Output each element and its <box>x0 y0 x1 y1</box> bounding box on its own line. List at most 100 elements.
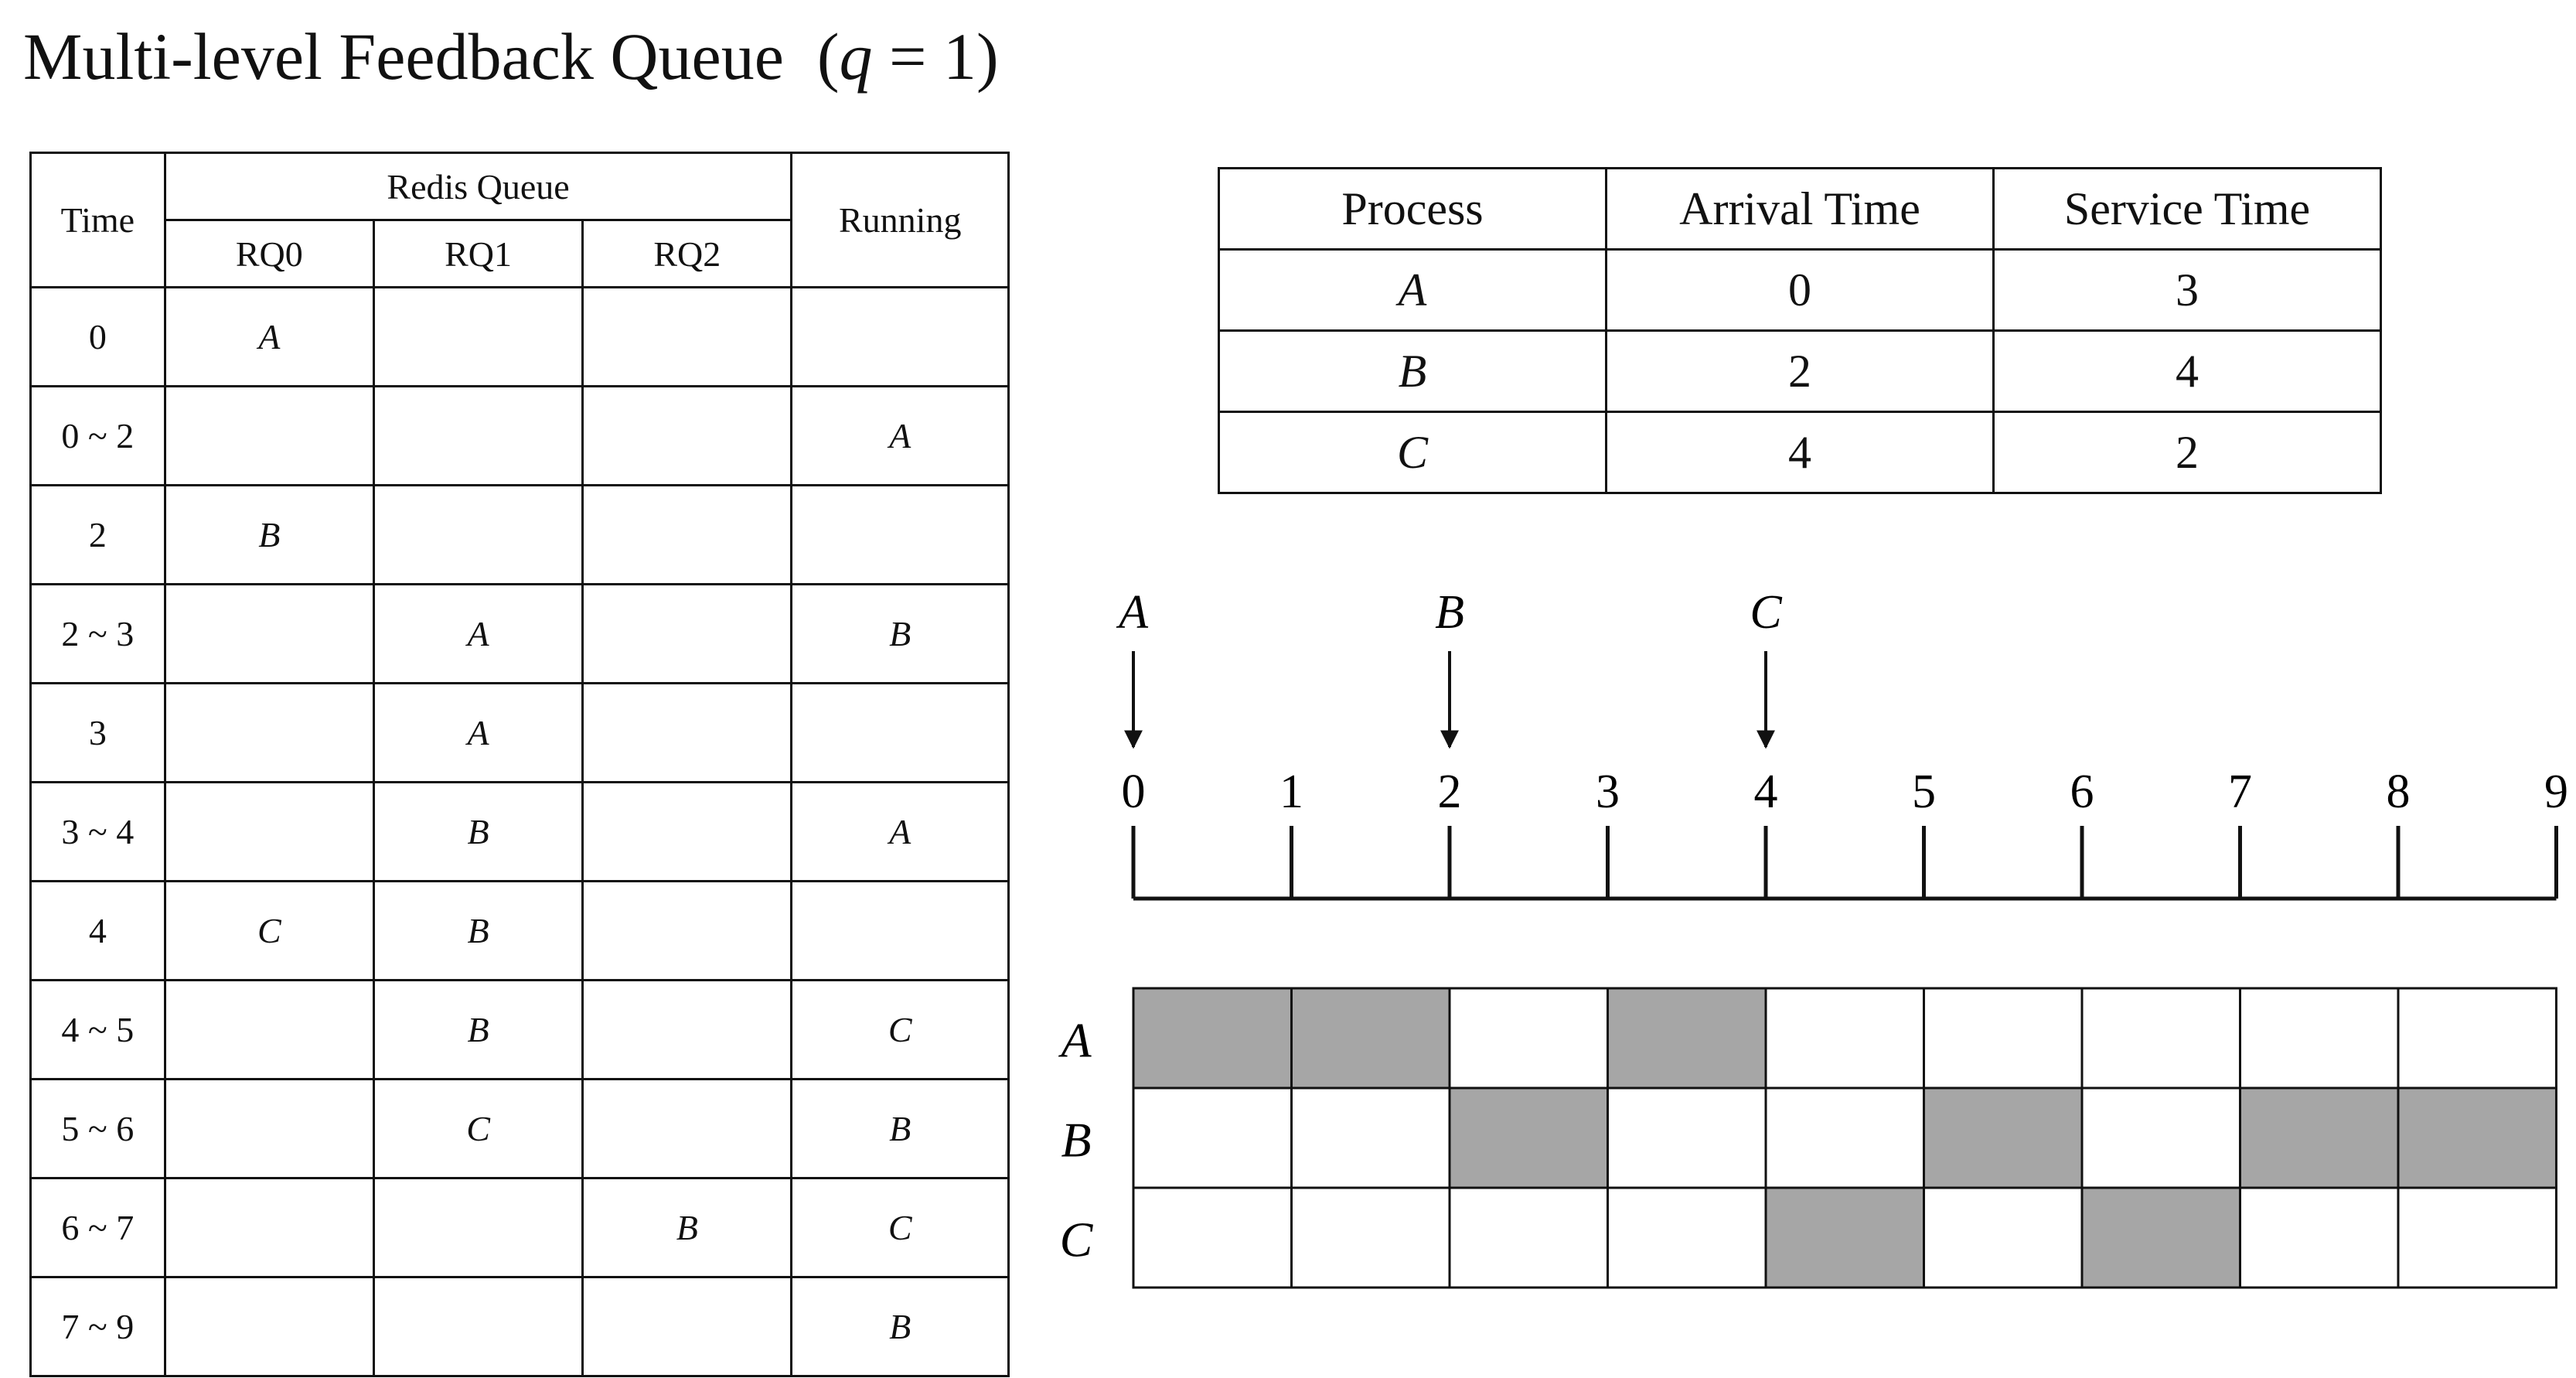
timeline-tick-label: 7 <box>2228 766 2252 818</box>
gantt-cell <box>1923 1086 2084 1189</box>
process-cell-arrival: 0 <box>1605 248 1995 332</box>
queue-cell-rq1: B <box>372 781 584 882</box>
gantt-row-label: C <box>1060 1213 1094 1267</box>
gantt-cell <box>1448 1086 1609 1189</box>
queue-row: 5 ~ 6 C B <box>29 1078 1010 1179</box>
queue-cell-running: B <box>790 1276 1010 1377</box>
title-main: Multi-level Feedback Queue <box>23 19 784 94</box>
queue-cell-time: 6 ~ 7 <box>29 1177 166 1278</box>
timeline-tick-label: 2 <box>1438 766 1462 818</box>
queue-cell-rq2 <box>581 1276 793 1377</box>
title-q-symbol: q <box>839 19 873 94</box>
gantt-cell <box>1607 1186 1767 1289</box>
queue-cell-rq0: B <box>163 484 375 585</box>
gantt-cell <box>1290 987 1451 1090</box>
gantt-cell <box>2397 1186 2557 1289</box>
queue-cell-time: 7 ~ 9 <box>29 1276 166 1377</box>
timeline-tick-label: 3 <box>1596 766 1620 818</box>
arrival-label: B <box>1435 586 1464 639</box>
gantt-row-label: B <box>1061 1113 1091 1168</box>
queue-cell-rq1: A <box>372 583 584 684</box>
queue-cell-rq2 <box>581 286 793 387</box>
arrival-label: C <box>1750 586 1782 639</box>
header-redis-queue: Redis Queue <box>163 152 793 221</box>
queue-row: 7 ~ 9 B <box>29 1276 1010 1377</box>
header-rq2: RQ2 <box>581 219 793 288</box>
queue-cell-rq0 <box>163 1078 375 1179</box>
queue-cell-running: B <box>790 1078 1010 1179</box>
queue-cell-rq1: C <box>372 1078 584 1179</box>
gantt-cell <box>1923 987 2084 1090</box>
header-running: Running <box>790 152 1010 288</box>
title-open-paren: ( <box>816 19 840 94</box>
diagram-title: Multi-level Feedback Queue (q = 1) <box>23 14 999 99</box>
timeline-tick-label: 5 <box>1912 766 1936 818</box>
gantt-cell <box>2397 987 2557 1090</box>
process-cell-service: 4 <box>1992 329 2382 413</box>
queue-cell-rq2 <box>581 484 793 585</box>
process-cell-service: 2 <box>1992 411 2382 494</box>
queue-cell-rq0 <box>163 979 375 1080</box>
queue-cell-rq2 <box>581 781 793 882</box>
header-process: Process <box>1218 167 1607 251</box>
queue-cell-time: 0 <box>29 286 166 387</box>
queue-cell-running: A <box>790 781 1010 882</box>
process-cell-arrival: 2 <box>1605 329 1995 413</box>
queue-cell-time: 5 ~ 6 <box>29 1078 166 1179</box>
process-cell-arrival: 4 <box>1605 411 1995 494</box>
queue-cell-time: 2 ~ 3 <box>29 583 166 684</box>
queue-cell-time: 4 ~ 5 <box>29 979 166 1080</box>
gantt-cell <box>1764 987 1925 1090</box>
gantt-cell <box>2080 1086 2241 1189</box>
queue-cell-rq1 <box>372 484 584 585</box>
gantt-cell <box>1923 1186 2084 1289</box>
header-service-time: Service Time <box>1992 167 2382 251</box>
gantt-cell <box>1132 987 1293 1090</box>
queue-cell-rq1: B <box>372 880 584 981</box>
gantt-cell <box>1132 1086 1293 1189</box>
queue-cell-rq0 <box>163 781 375 882</box>
queue-cell-rq0 <box>163 385 375 486</box>
queue-cell-rq2 <box>581 1078 793 1179</box>
queue-cell-rq2 <box>581 583 793 684</box>
gantt-cell <box>1607 987 1767 1090</box>
gantt-cell <box>1290 1186 1451 1289</box>
queue-cell-rq2 <box>581 880 793 981</box>
arrival-label: A <box>1116 586 1149 639</box>
queue-cell-time: 3 <box>29 682 166 783</box>
gantt-cell <box>2239 1086 2400 1189</box>
gantt-cell <box>1132 1186 1293 1289</box>
timeline-tick-label: 1 <box>1279 766 1303 818</box>
timeline-tick-label: 8 <box>2387 766 2411 818</box>
gantt-cell <box>2080 1186 2241 1289</box>
timeline-tick-label: 4 <box>1754 766 1778 818</box>
queue-cell-rq0 <box>163 583 375 684</box>
timeline-tick-label: 9 <box>2544 766 2568 818</box>
queue-cell-rq2 <box>581 979 793 1080</box>
gantt-cell <box>1448 987 1609 1090</box>
queue-cell-rq0 <box>163 1177 375 1278</box>
queue-cell-rq0 <box>163 682 375 783</box>
queue-cell-running <box>790 484 1010 585</box>
queue-cell-rq1 <box>372 286 584 387</box>
gantt-row-label: A <box>1058 1013 1092 1068</box>
timeline-tick-label: 0 <box>1122 766 1146 818</box>
header-arrival-time: Arrival Time <box>1605 167 1995 251</box>
queue-cell-rq1 <box>372 385 584 486</box>
